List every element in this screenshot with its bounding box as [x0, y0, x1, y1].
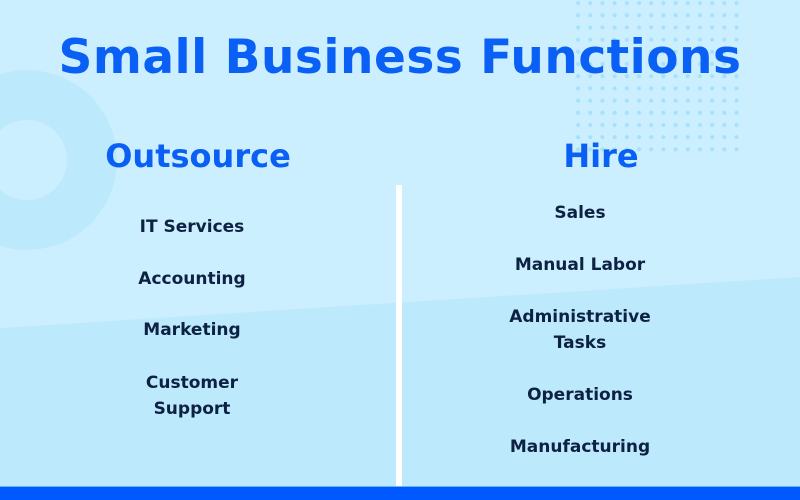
hire-heading: Hire — [563, 137, 639, 175]
decorative-ring-hole — [0, 120, 67, 200]
hire-item: Sales — [554, 203, 606, 223]
outsource-item: IT Services — [139, 217, 245, 237]
decorative-dot-grid — [572, 0, 742, 155]
outsource-item: Customer Support — [145, 373, 239, 419]
hire-item: Manual Labor — [514, 255, 646, 275]
page-title: Small Business Functions — [58, 30, 742, 85]
hire-item: Manufacturing — [509, 437, 651, 457]
hire-item: Operations — [527, 385, 633, 405]
bottom-accent-bar — [0, 486, 800, 500]
outsource-item: Marketing — [143, 320, 241, 340]
column-divider — [396, 185, 402, 486]
outsource-item: Accounting — [138, 269, 246, 289]
outsource-heading: Outsource — [105, 137, 291, 175]
hire-item: Administrative Tasks — [509, 307, 651, 353]
